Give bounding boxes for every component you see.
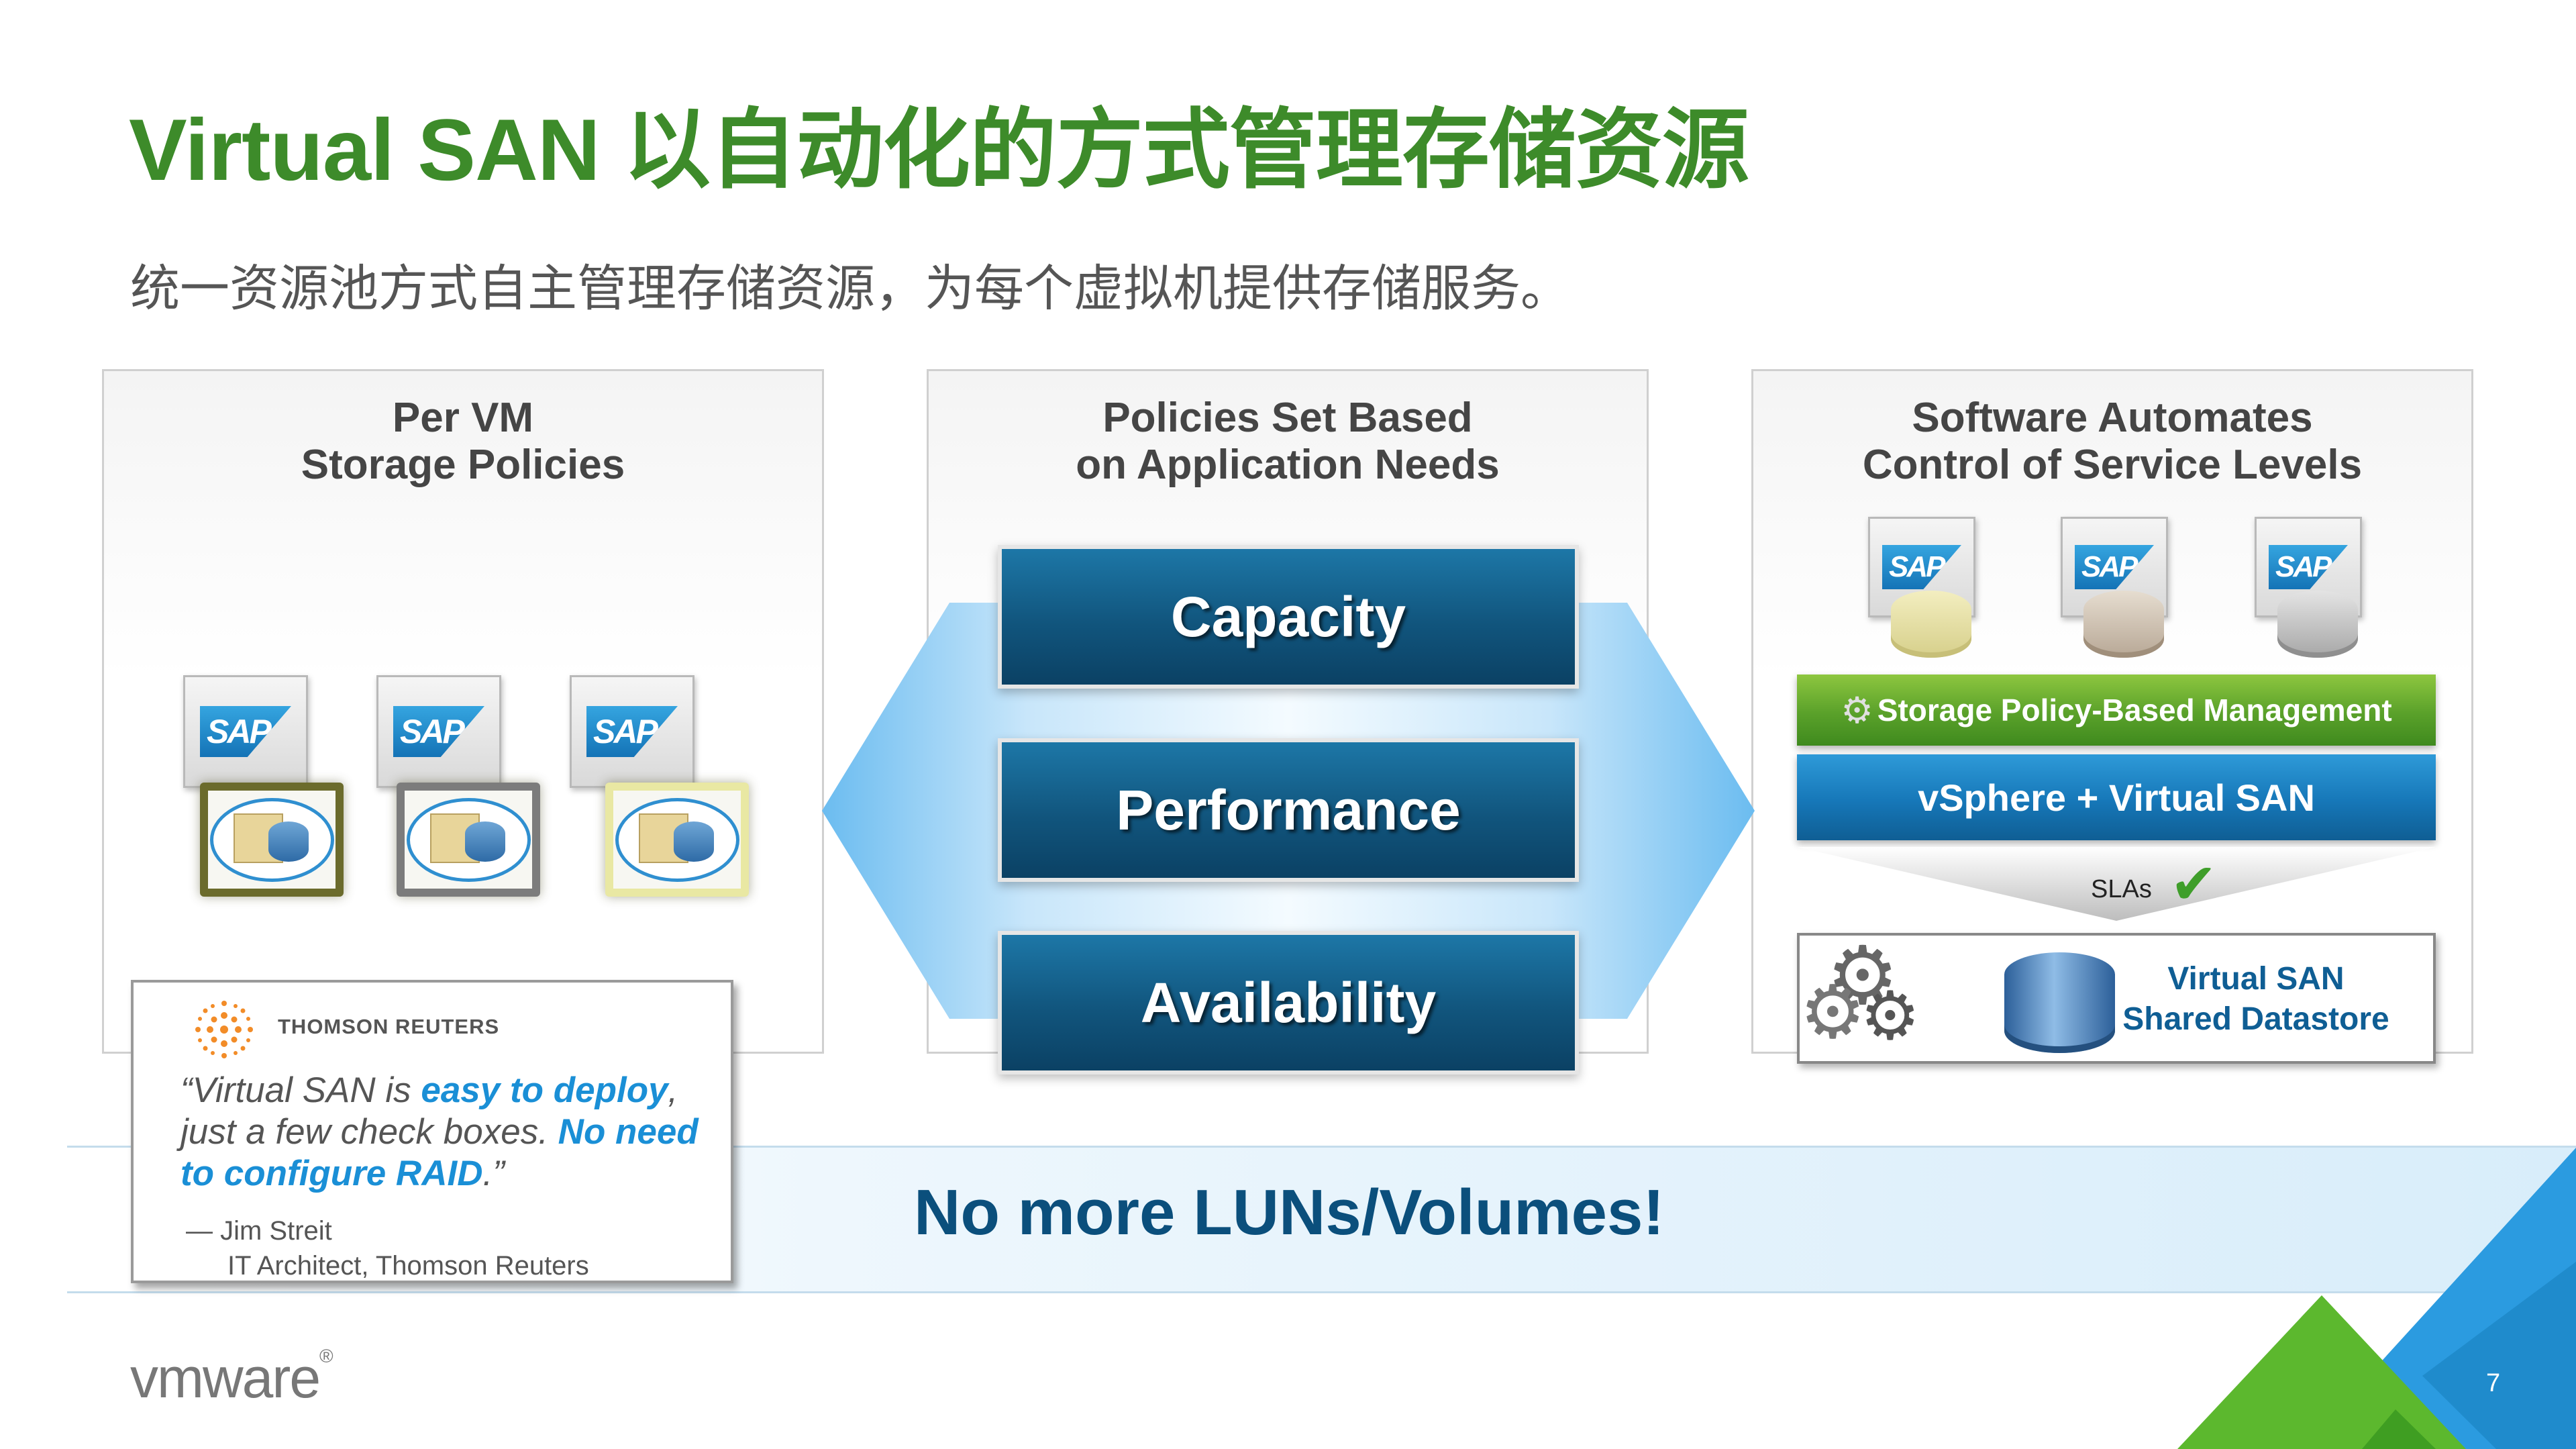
vsphere-vsan-bar: vSphere + Virtual SAN: [1797, 754, 2436, 840]
gears-icon: ⚙: [1860, 979, 1920, 1054]
quote-highlight: easy to deploy: [421, 1070, 668, 1110]
panel-title-line2: on Application Needs: [1076, 442, 1500, 488]
sap-app-icon: SAP: [183, 675, 308, 788]
quote-author: — Jim Streit: [186, 1216, 332, 1246]
datastore-label: Virtual SAN Shared Datastore: [2122, 961, 2389, 1037]
panel-title-line1: Policies Set Based: [1102, 395, 1473, 441]
corner-decoration: [2177, 1148, 2576, 1449]
storage-disk-icon: [2083, 591, 2164, 658]
sla-funnel-shape: [1797, 847, 2436, 921]
performance-button[interactable]: Performance: [998, 738, 1579, 882]
spbm-bar: ⚙ Storage Policy-Based Management: [1797, 674, 2436, 746]
capacity-button[interactable]: Capacity: [998, 545, 1579, 689]
vm-storage-icon: [605, 783, 749, 897]
availability-button[interactable]: Availability: [998, 931, 1579, 1075]
quote-role: IT Architect, Thomson Reuters: [227, 1251, 589, 1281]
slas-label: SLAs: [2091, 875, 2152, 903]
page-number: 7: [2486, 1369, 2501, 1397]
checkmark-icon: ✔: [2170, 852, 2218, 915]
database-icon: [2004, 952, 2115, 1053]
vm-storage-icon: [200, 783, 344, 897]
panel-title-line1: Per VM: [392, 395, 534, 441]
panel-title-line2: Control of Service Levels: [1862, 442, 2363, 488]
quote-text: “Virtual SAN is easy to deploy, just a f…: [181, 1070, 699, 1193]
sap-app-icon: SAP: [376, 675, 501, 788]
storage-disk-icon: [1891, 591, 1971, 658]
banner-text: No more LUNs/Volumes!: [914, 1177, 1665, 1248]
gear-icon: ⚙: [1841, 690, 1873, 731]
slide-subtitle: 统一资源池方式自主管理存储资源，为每个虚拟机提供存储服务。: [130, 260, 1570, 317]
datastore-box: ⚙ ⚙ ⚙ Virtual SAN Shared Datastore: [1797, 933, 2436, 1064]
gears-icon: ⚙: [1800, 971, 1866, 1054]
vmware-logo: vmware®: [130, 1346, 333, 1409]
thomson-reuters-logo-icon: [195, 1001, 253, 1058]
vm-storage-icon: [397, 783, 540, 897]
panel-title-line1: Software Automates: [1912, 395, 2313, 441]
quote-highlight: No need to configure RAID: [181, 1112, 699, 1193]
sap-app-icon: SAP: [570, 675, 694, 788]
gears-icon: ⚙: [1826, 931, 1899, 1021]
storage-disk-icon: [2277, 591, 2358, 658]
quote-box: THOMSON REUTERS “Virtual SAN is easy to …: [131, 980, 733, 1283]
panel-title-line2: Storage Policies: [301, 442, 625, 488]
slide-title: Virtual SAN 以自动化的方式管理存储资源: [129, 101, 1749, 199]
quote-company: THOMSON REUTERS: [278, 1015, 500, 1038]
spbm-label: Storage Policy-Based Management: [1877, 693, 2392, 728]
